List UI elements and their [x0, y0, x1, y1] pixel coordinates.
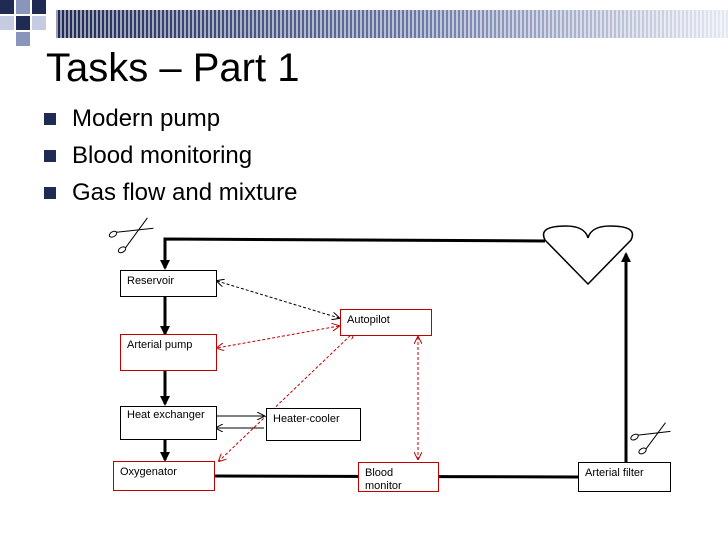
link-autopilot-pump	[217, 326, 339, 348]
bullet-square-icon	[44, 112, 56, 125]
bullet-item: Modern pump	[44, 100, 297, 137]
heater-cooler-node: Heater-cooler	[266, 408, 361, 441]
arterial-pump-node: Arterial pump	[120, 334, 217, 371]
bullet-square-icon	[44, 149, 56, 162]
oxygenator-node: Oxygenator	[113, 461, 215, 491]
bullet-list: Modern pump Blood monitoring Gas flow an…	[44, 100, 297, 211]
heat-exchanger-node: Heat exchanger	[120, 406, 217, 440]
link-reservoir-autopilot	[217, 281, 339, 318]
link-monitor-oxygenator	[219, 332, 354, 461]
flow-return-line	[160, 237, 546, 270]
bullet-square-icon	[44, 186, 56, 199]
arterial-filter-node: Arterial filter	[578, 462, 671, 492]
scissors-icon	[108, 217, 154, 254]
blood-monitor-node: Blood monitor	[358, 462, 439, 492]
bullet-item: Blood monitoring	[44, 137, 297, 174]
reservoir-node: Reservoir	[120, 270, 217, 297]
slide-title: Tasks – Part 1	[46, 46, 300, 90]
autopilot-node: Autopilot	[340, 309, 432, 336]
heart-icon	[542, 225, 634, 286]
top-decorative-bar	[0, 0, 728, 46]
scissors-icon	[630, 422, 671, 455]
bullet-item: Gas flow and mixture	[44, 174, 297, 211]
